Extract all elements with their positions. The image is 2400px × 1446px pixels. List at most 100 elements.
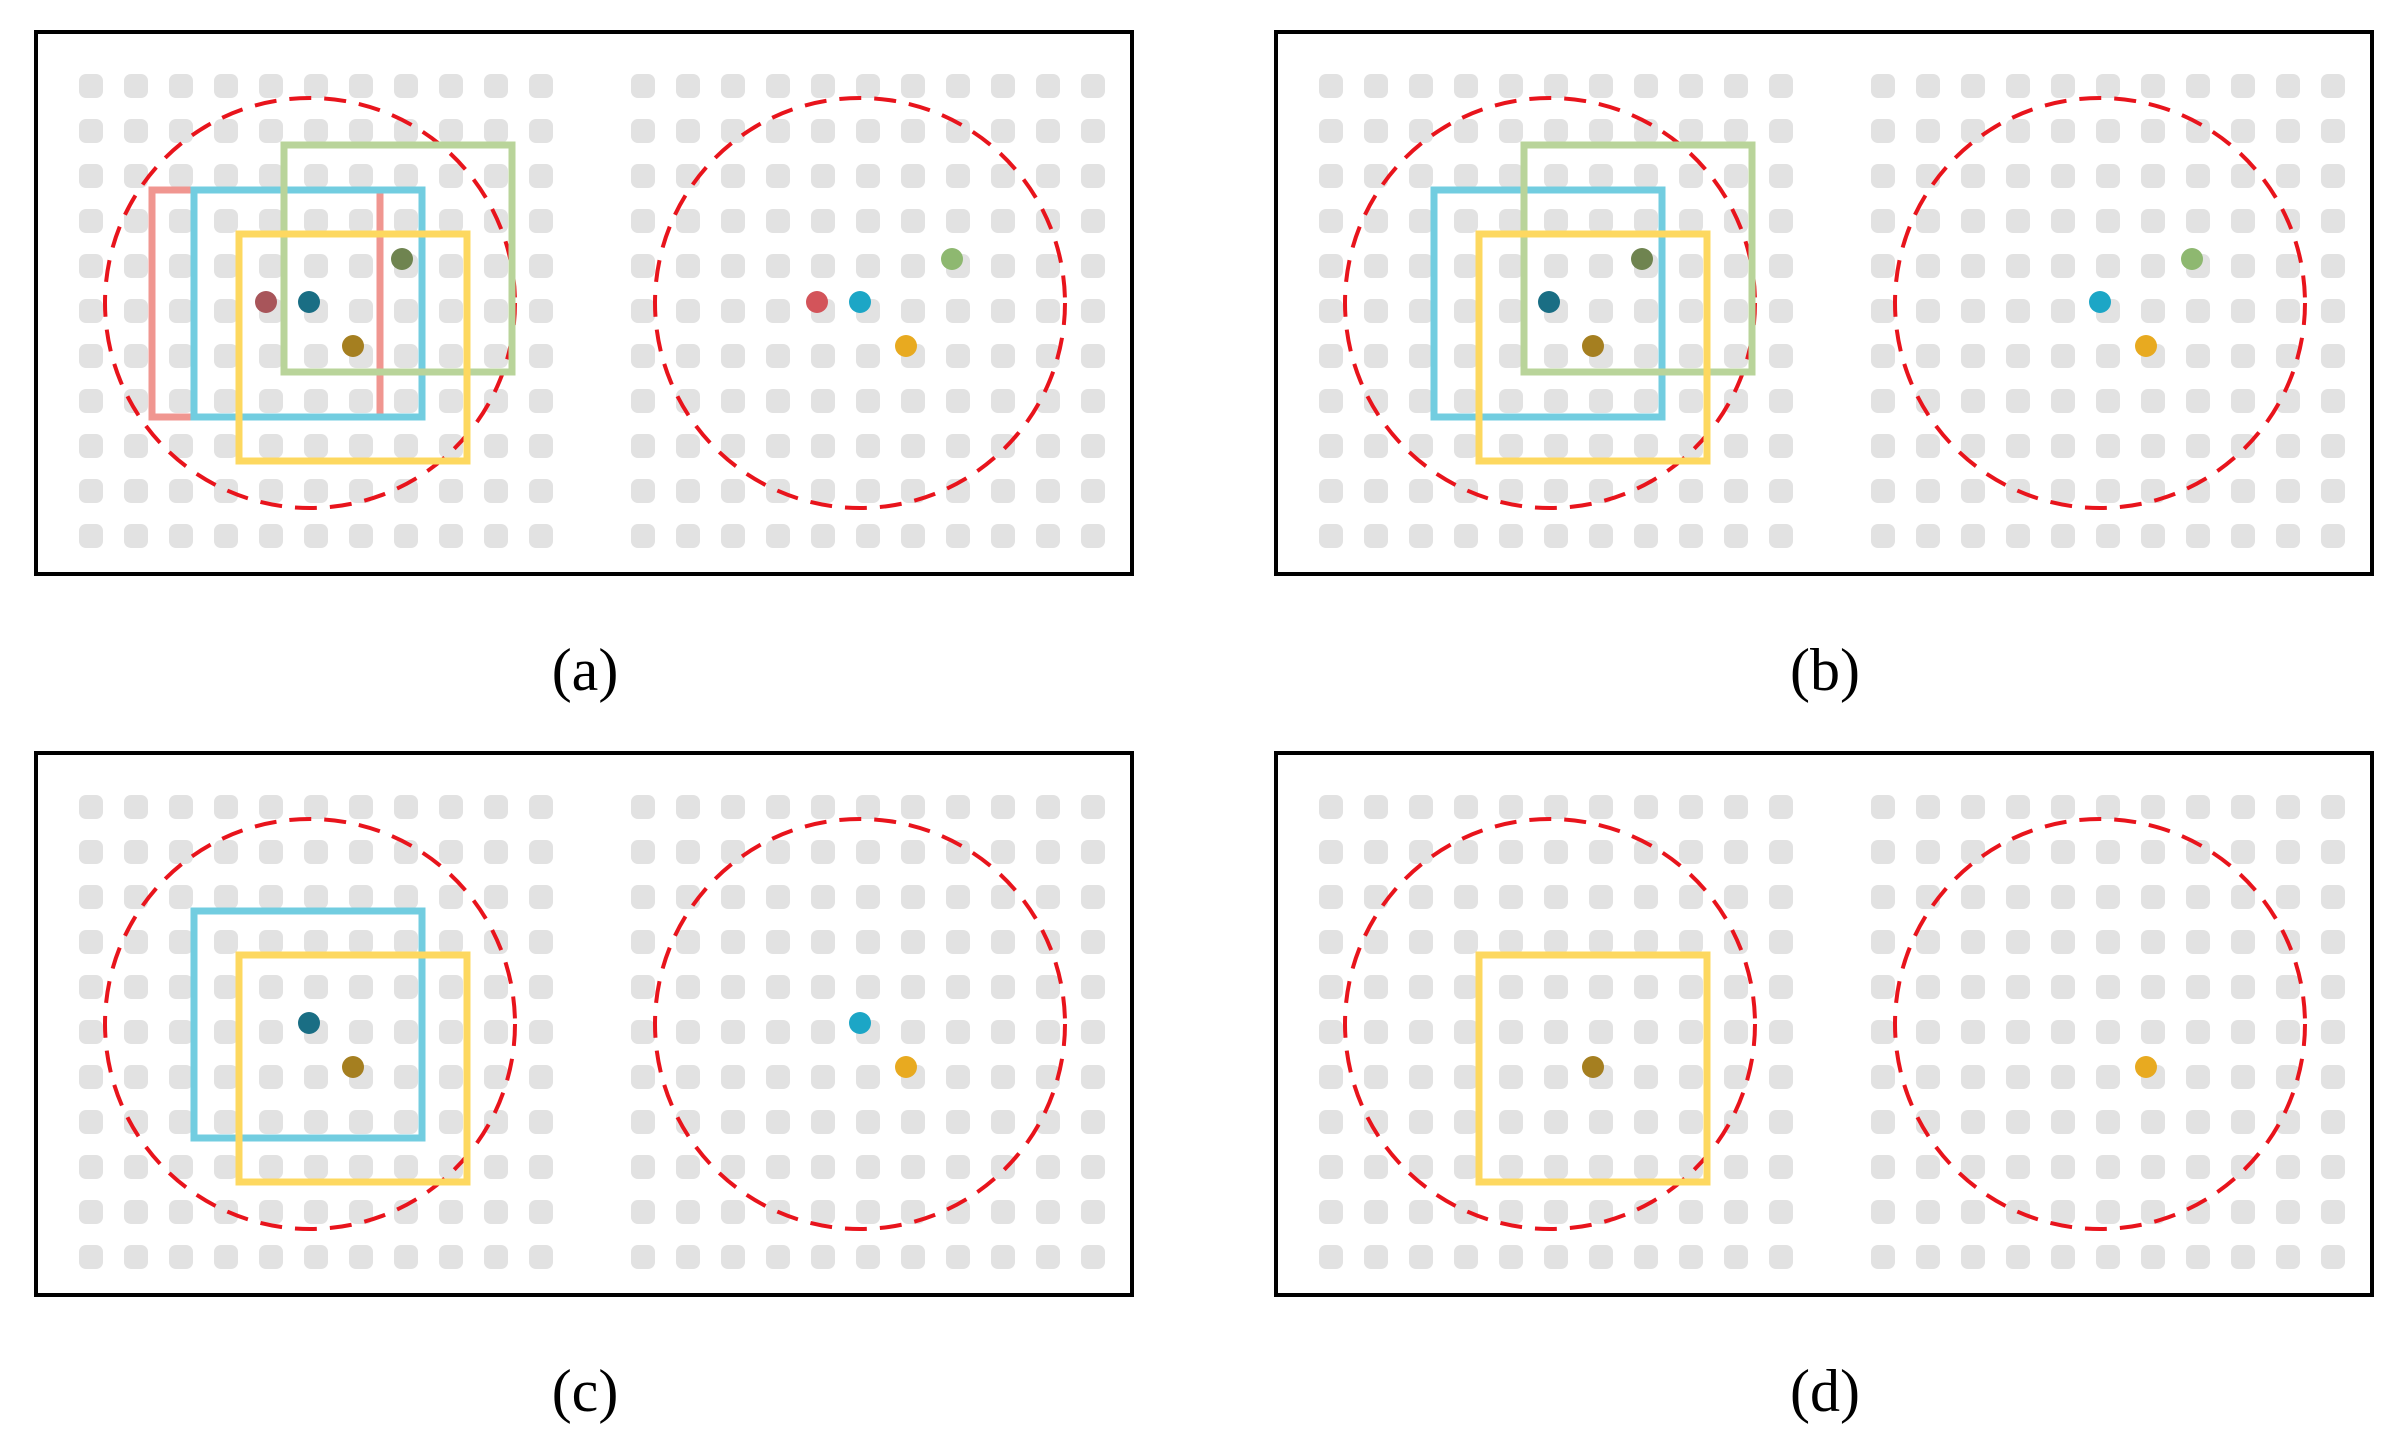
grid-dot: [259, 1065, 283, 1089]
grid-dot: [2231, 119, 2255, 143]
neighborhood-circle-right: [653, 96, 1067, 510]
grid-dot: [484, 299, 508, 323]
grid-dot: [991, 344, 1015, 368]
grid-dot: [676, 479, 700, 503]
grid-dot: [2051, 254, 2075, 278]
grid-dot: [394, 1245, 418, 1269]
grid-dot: [1589, 209, 1613, 233]
point-right-yellow: [895, 1056, 917, 1078]
grid-dot: [946, 299, 970, 323]
grid-dot: [1364, 1155, 1388, 1179]
grid-dot: [1871, 1200, 1895, 1224]
grid-dot: [1769, 975, 1793, 999]
grid-dot: [2141, 1200, 2165, 1224]
grid-dot: [2051, 209, 2075, 233]
grid-dot: [1679, 1245, 1703, 1269]
grid-dot: [721, 795, 745, 819]
grid-dot: [1769, 1245, 1793, 1269]
grid-dot: [991, 479, 1015, 503]
grid-dot: [304, 254, 328, 278]
grid-dot: [1634, 1245, 1658, 1269]
grid-dot: [1081, 299, 1105, 323]
grid-dot: [1454, 975, 1478, 999]
grid-dot: [2006, 975, 2030, 999]
grid-dot: [1409, 1020, 1433, 1044]
grid-dot: [766, 299, 790, 323]
grid-dot: [1769, 1020, 1793, 1044]
grid-dot: [349, 1200, 373, 1224]
grid-dot: [2276, 1245, 2300, 1269]
grid-dot: [631, 119, 655, 143]
grid-dot: [2141, 1020, 2165, 1044]
grid-dot: [901, 885, 925, 909]
grid-dot: [214, 524, 238, 548]
panel-caption: (a): [552, 637, 619, 703]
grid-dot: [169, 975, 193, 999]
grid-dot: [1916, 524, 1940, 548]
grid-dot: [2096, 119, 2120, 143]
grid-dot: [394, 524, 418, 548]
grid-dot: [2096, 164, 2120, 188]
grid-dot: [484, 344, 508, 368]
grid-dot: [2321, 840, 2345, 864]
grid-dot: [124, 389, 148, 413]
grid-dot: [394, 1155, 418, 1179]
grid-dot: [1916, 434, 1940, 458]
grid-dot: [1319, 524, 1343, 548]
grid-dot: [1589, 164, 1613, 188]
grid-dot: [1544, 975, 1568, 999]
grid-dot: [2321, 795, 2345, 819]
grid-dot: [169, 254, 193, 278]
grid-dot: [2321, 389, 2345, 413]
grid-dot: [214, 795, 238, 819]
grid-dot: [1871, 479, 1895, 503]
grid-dot: [529, 795, 553, 819]
point-left-blue: [1538, 291, 1560, 313]
grid-dot: [1036, 434, 1060, 458]
grid-dot: [214, 389, 238, 413]
point-right-blue: [849, 291, 871, 313]
grid-dot: [1544, 840, 1568, 864]
grid-dot: [1679, 1110, 1703, 1134]
grid-dot: [1871, 1065, 1895, 1089]
grid-dot: [1679, 840, 1703, 864]
grid-dot: [259, 344, 283, 368]
grid-dot: [991, 209, 1015, 233]
grid-dot: [2231, 74, 2255, 98]
grid-dot: [1364, 795, 1388, 819]
grid-dot: [1916, 1155, 1940, 1179]
grid-dot: [1916, 479, 1940, 503]
grid-dot: [1769, 479, 1793, 503]
grid-dot: [1634, 209, 1658, 233]
grid-dot: [259, 254, 283, 278]
grid-dot: [484, 1155, 508, 1179]
grid-dot: [1769, 1200, 1793, 1224]
grid-dot: [2051, 1020, 2075, 1044]
grid-dot: [1544, 119, 1568, 143]
grid-dot: [766, 1155, 790, 1179]
grid-dot: [856, 209, 880, 233]
grid-dot: [2006, 254, 2030, 278]
grid-dot: [2051, 389, 2075, 413]
grid-dot: [2276, 1020, 2300, 1044]
grid-dot: [901, 1110, 925, 1134]
grid-dot: [901, 975, 925, 999]
grid-dot: [1589, 524, 1613, 548]
grid-dot: [2141, 840, 2165, 864]
grid-dot: [631, 885, 655, 909]
grid-dot: [1769, 164, 1793, 188]
grid-dot: [2231, 344, 2255, 368]
grid-dot: [2186, 1065, 2210, 1089]
grid-dot: [2231, 1245, 2255, 1269]
grid-dot: [259, 389, 283, 413]
grid-dot: [1364, 119, 1388, 143]
grid-dot: [1036, 119, 1060, 143]
grid-dot: [1916, 299, 1940, 323]
box-blue: [190, 907, 426, 1142]
grid-dot: [2321, 479, 2345, 503]
grid-dot: [766, 434, 790, 458]
grid-dot: [1036, 299, 1060, 323]
grid-dot: [1544, 389, 1568, 413]
grid-dot: [2096, 1200, 2120, 1224]
